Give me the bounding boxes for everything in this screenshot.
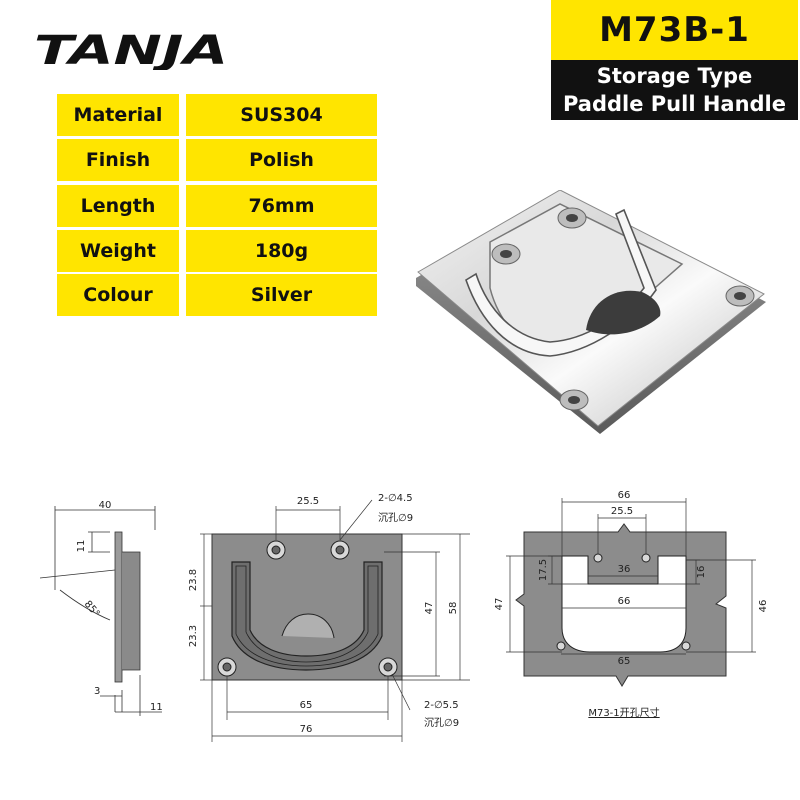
spec-value: SUS304 (186, 94, 377, 136)
spec-label: Weight (57, 230, 179, 272)
front-inner-height: 47 (424, 602, 435, 615)
front-hole-spacing-label: 25.5 (297, 496, 319, 507)
brand-logo: TANJA (34, 28, 228, 70)
cutout-height-left: 47 (494, 598, 505, 611)
front-top-hole-note: 2-∅4.5 (378, 493, 413, 504)
product-title-line2: Paddle Pull Handle (562, 92, 787, 116)
cutout-inner-height-right: 16 (696, 566, 707, 579)
side-width-label: 40 (99, 500, 112, 511)
technical-drawings: 40 11 85° 3 11 25.5 (39, 490, 769, 742)
cutout-caption: M73-1开孔尺寸 (588, 706, 659, 719)
finger-cutout (586, 290, 661, 335)
brand-logo-text: TANJA (34, 28, 228, 70)
spec-row-material: Material SUS304 (57, 94, 377, 136)
spec-row-weight: Weight 180g (57, 230, 377, 272)
product-title: Storage Type Paddle Pull Handle (551, 60, 798, 120)
front-outer-height: 58 (448, 602, 459, 615)
side-view (39, 506, 162, 716)
spec-label: Colour (57, 274, 179, 316)
paddle-ring (465, 208, 657, 357)
model-number: M73B-1 (551, 0, 798, 60)
cutout-inner-bottom-width: 66 (618, 596, 631, 607)
front-view (200, 499, 470, 742)
screw-holes (491, 207, 755, 411)
product-title-line1: Storage Type (596, 64, 753, 88)
spec-row-length: Length 76mm (57, 185, 377, 227)
spec-value: Silver (186, 274, 377, 316)
front-bottom-hole-spacing: 65 (300, 700, 313, 711)
front-bottom-hole-note: 2-∅5.5 (424, 700, 459, 711)
front-bottom-countersink: 沉孔∅9 (424, 716, 459, 729)
spec-row-colour: Colour Silver (57, 274, 377, 316)
front-dim-upper: 23.8 (188, 569, 199, 591)
spec-label: Finish (57, 139, 179, 181)
cutout-inner-top-width: 36 (618, 564, 631, 575)
side-height-label: 11 (76, 540, 87, 553)
cutout-bottom-hole-spacing: 65 (618, 656, 631, 667)
cutout-outer-width: 66 (618, 490, 631, 501)
front-dim-lower: 23.3 (188, 625, 199, 647)
cutout-inner-height-left: 17.5 (538, 559, 549, 581)
spec-label: Length (57, 185, 179, 227)
spec-value: Polish (186, 139, 377, 181)
side-thickness-label: 3 (94, 686, 100, 697)
product-photo (416, 190, 766, 434)
spec-row-finish: Finish Polish (57, 139, 377, 181)
spec-label: Material (57, 94, 179, 136)
spec-value: 180g (186, 230, 377, 272)
spec-value: 76mm (186, 185, 377, 227)
front-top-countersink: 沉孔∅9 (378, 511, 413, 524)
front-overall-length: 76 (300, 724, 313, 735)
cutout-view (506, 498, 756, 687)
side-angle-label: 85° (82, 599, 102, 620)
side-depth-label: 11 (150, 702, 163, 713)
cutout-hole-spacing: 25.5 (611, 506, 633, 517)
cutout-height-right: 46 (758, 600, 769, 613)
